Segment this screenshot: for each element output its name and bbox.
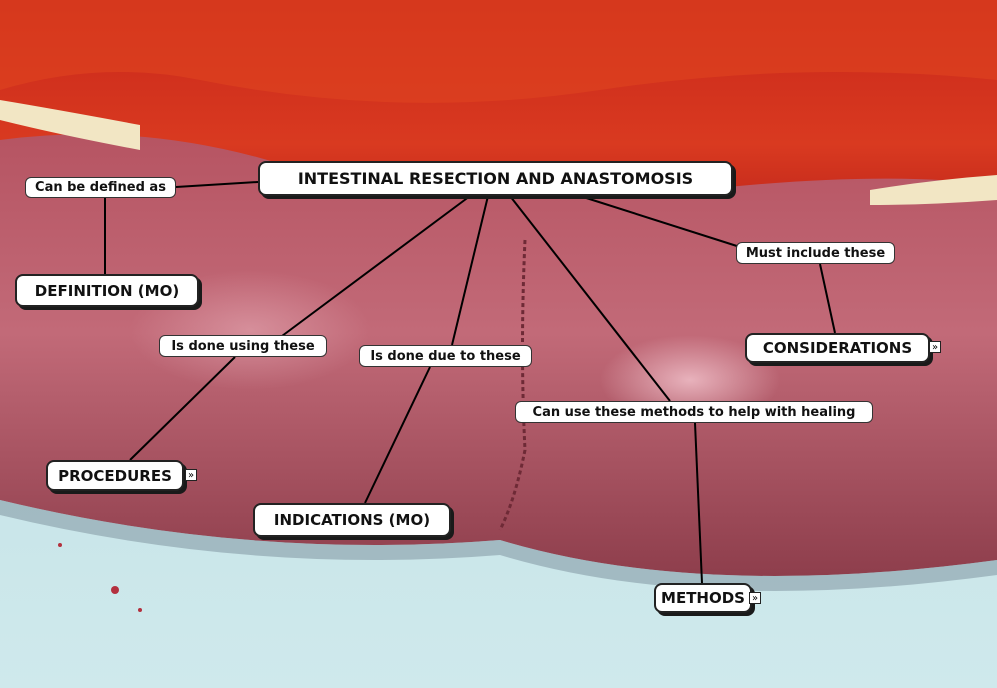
connector-due-to-indications (364, 366, 431, 504)
connector-main-to-using (281, 195, 471, 337)
link-is-done-using-these[interactable]: Is done using these (159, 335, 327, 357)
link-can-be-defined-as[interactable]: Can be defined as (25, 177, 176, 198)
connector-healing-to-methods (694, 422, 703, 584)
concept-indications[interactable]: INDICATIONS (MO) (253, 503, 451, 537)
link-must-include-these[interactable]: Must include these (736, 242, 895, 264)
expand-considerations-icon[interactable]: » (929, 341, 941, 353)
concept-methods[interactable]: METHODS (654, 583, 752, 613)
connector-must-to-considerations (819, 263, 836, 334)
link-healing-methods[interactable]: Can use these methods to help with heali… (515, 401, 873, 423)
concept-procedures[interactable]: PROCEDURES (46, 460, 184, 491)
link-must-include-these-label: Must include these (745, 245, 886, 261)
concept-procedures-label: PROCEDURES (58, 466, 172, 485)
main-concept-label: INTESTINAL RESECTION AND ANASTOMOSIS (297, 169, 694, 188)
expand-procedures-icon[interactable]: » (185, 469, 197, 481)
link-healing-methods-label: Can use these methods to help with heali… (532, 404, 856, 420)
link-can-be-defined-as-label: Can be defined as (35, 180, 166, 195)
concept-indications-label: INDICATIONS (MO) (273, 511, 431, 529)
connector-main-to-must (579, 195, 741, 248)
concept-definition-label: DEFINITION (MO) (34, 281, 180, 300)
concept-definition[interactable]: DEFINITION (MO) (15, 274, 199, 307)
connector-using-to-procedures (129, 356, 236, 461)
connector-main-to-healing (509, 195, 671, 402)
connector-main-to-due (451, 195, 489, 346)
expand-methods-icon[interactable]: » (749, 592, 761, 604)
link-is-done-using-these-label: Is done using these (171, 338, 315, 354)
concept-considerations-label: CONSIDERATIONS (762, 339, 913, 357)
main-concept-node[interactable]: INTESTINAL RESECTION AND ANASTOMOSIS (258, 161, 733, 196)
concept-methods-label: METHODS (661, 589, 745, 607)
link-is-done-due-to-these-label: Is done due to these (370, 348, 521, 364)
link-is-done-due-to-these[interactable]: Is done due to these (359, 345, 532, 367)
concept-considerations[interactable]: CONSIDERATIONS (745, 333, 930, 363)
connector-main-to-defined (175, 181, 259, 188)
